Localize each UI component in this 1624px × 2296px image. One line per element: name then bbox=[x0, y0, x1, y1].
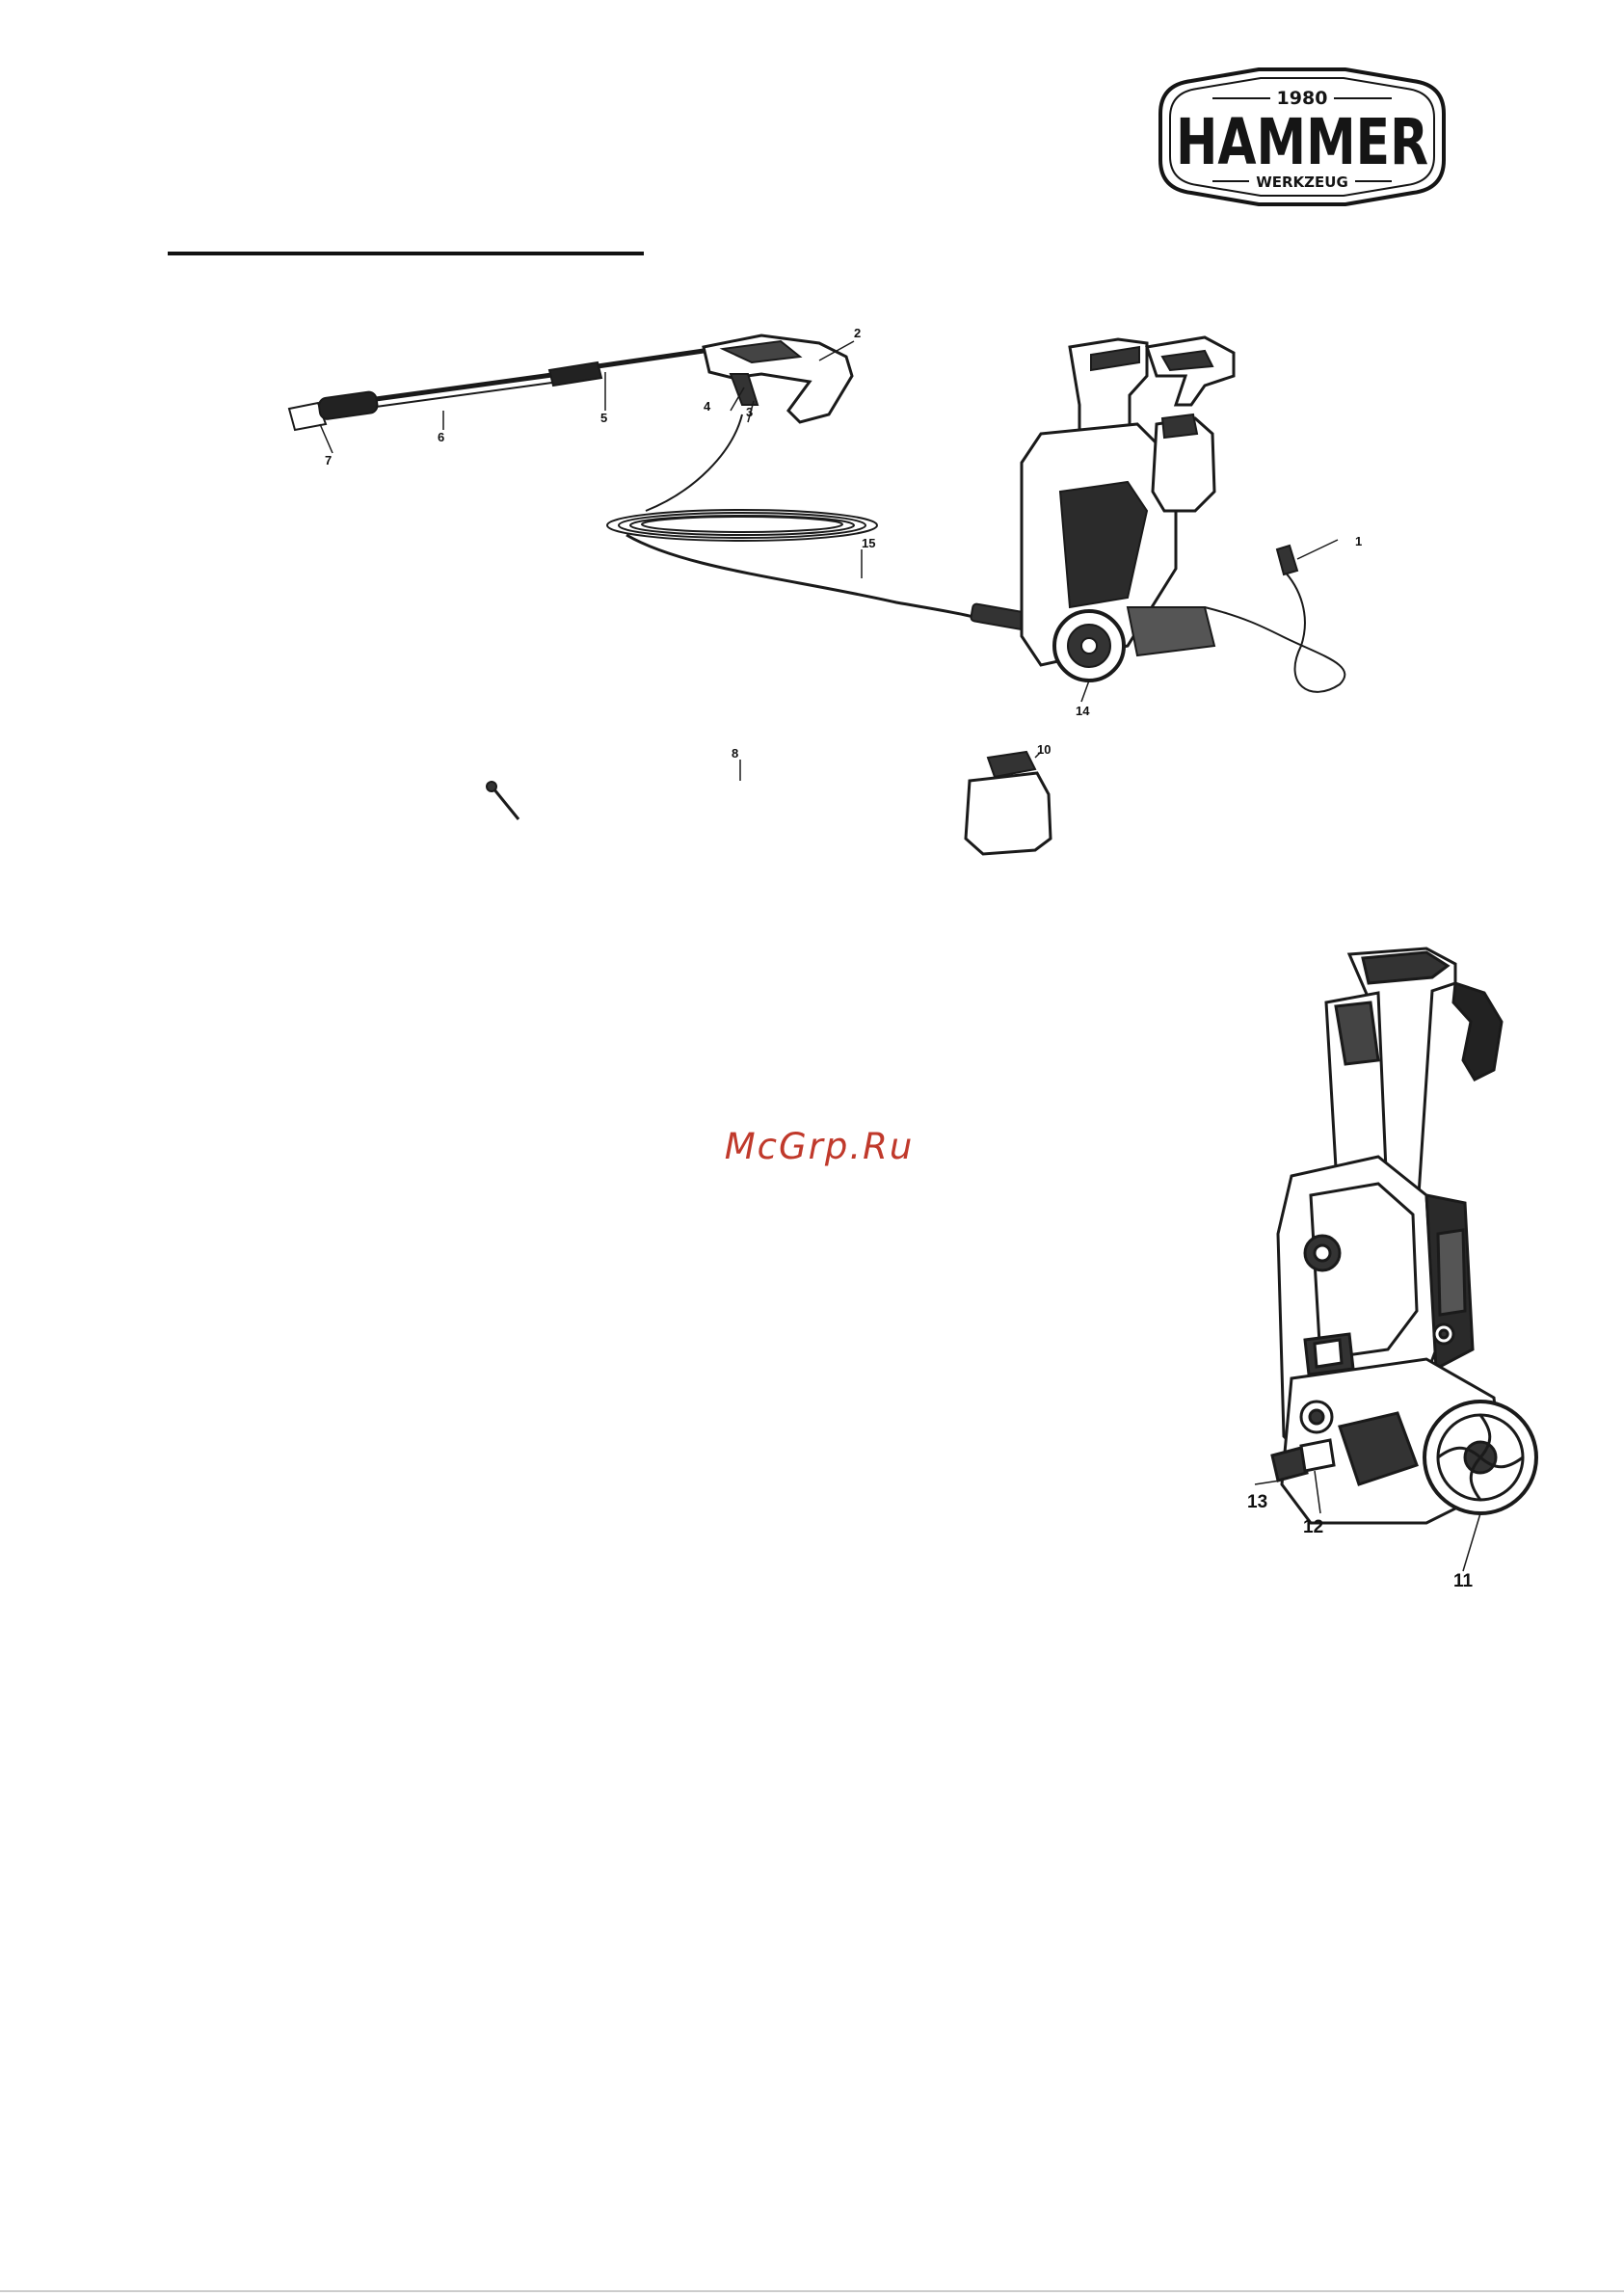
figure-exploded-view: 7 6 5 4 3 2 15 14 1 8 10 bbox=[280, 318, 1388, 858]
callout-12: 12 bbox=[1303, 1517, 1323, 1538]
callout-14: 14 bbox=[1076, 704, 1089, 718]
figure-assembled-unit: 13 12 11 bbox=[1234, 945, 1552, 1600]
callout-3: 3 bbox=[746, 405, 753, 419]
callout-8: 8 bbox=[732, 746, 738, 761]
callout-4: 4 bbox=[704, 399, 710, 414]
callout-10: 10 bbox=[1037, 742, 1051, 757]
callout-6: 6 bbox=[438, 430, 444, 444]
callout-11: 11 bbox=[1453, 1571, 1473, 1592]
callout-2: 2 bbox=[854, 326, 861, 340]
callout-5: 5 bbox=[600, 411, 607, 425]
hammer-logo: 1980 HAMMER WERKZEUG bbox=[1153, 64, 1451, 208]
callout-7: 7 bbox=[325, 453, 332, 467]
page-bottom-edge bbox=[0, 2290, 1624, 2292]
section-heading-rule bbox=[168, 252, 644, 255]
callout-13: 13 bbox=[1247, 1492, 1267, 1513]
logo-brand: HAMMER bbox=[1176, 105, 1428, 179]
watermark: McGrp.Ru bbox=[718, 1126, 920, 1167]
logo-sub: WERKZEUG bbox=[1256, 174, 1348, 191]
callout-15: 15 bbox=[862, 536, 875, 550]
callout-1: 1 bbox=[1355, 534, 1362, 548]
